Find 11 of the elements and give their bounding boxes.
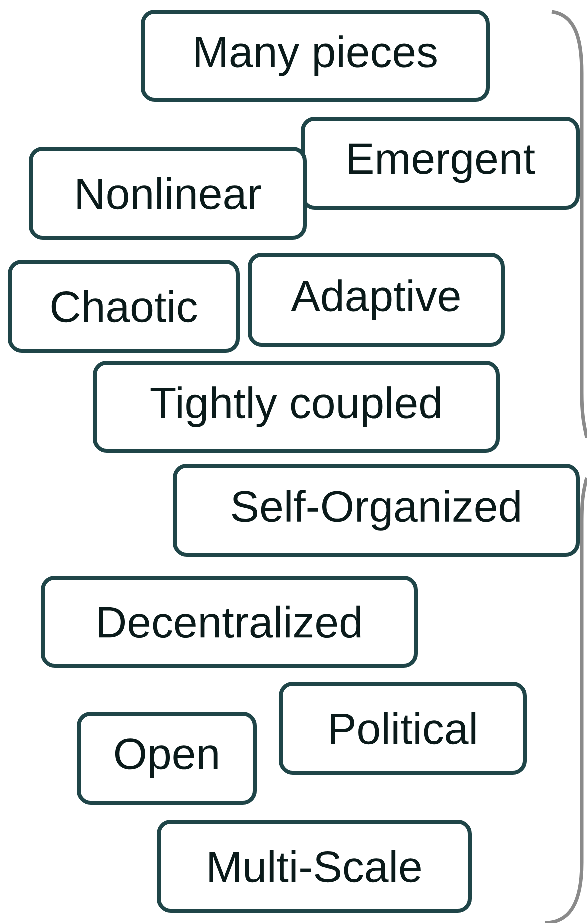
term-box: Many pieces	[141, 10, 490, 102]
term-box: Tightly coupled	[93, 361, 500, 453]
term-box: Multi-Scale	[157, 820, 472, 913]
term-box: Nonlinear	[29, 147, 307, 240]
term-box: Self-Organized	[173, 464, 580, 557]
term-box: Political	[279, 682, 527, 775]
term-box: Chaotic	[8, 260, 240, 353]
term-box: Open	[77, 712, 257, 805]
term-box: Adaptive	[248, 253, 505, 347]
term-box: Emergent	[301, 117, 580, 210]
term-box: Decentralized	[41, 576, 418, 668]
